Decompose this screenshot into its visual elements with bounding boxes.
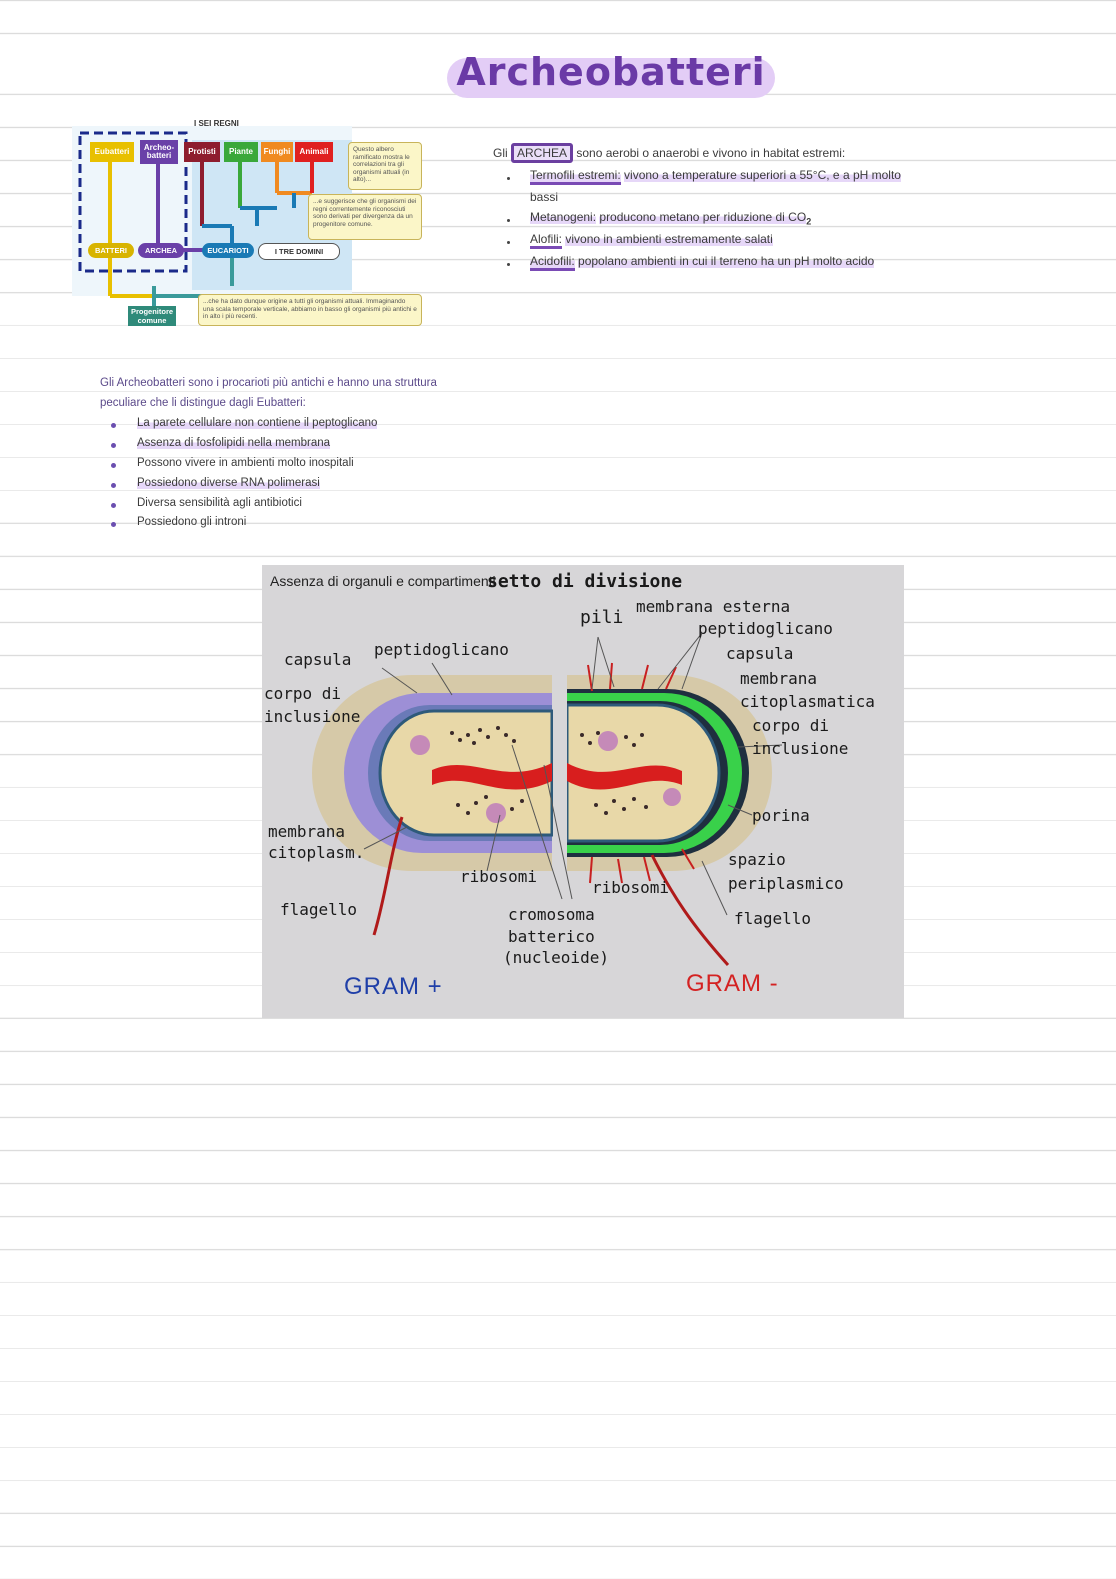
title-highlight (447, 58, 775, 98)
label-flagellum-left: flagello (280, 900, 358, 919)
kingdoms-tree-lines (78, 131, 314, 308)
kingdom-archeobatteri: Archeo-batteri (140, 140, 178, 164)
label-septum: setto di divisione (487, 571, 683, 592)
label-chromosome-2: batterico (508, 927, 595, 946)
intro-bullet-2: Assenza di fosfolipidi nella membrana (137, 437, 331, 449)
intro-bullet-3: Possono vivere in ambienti molto inospit… (137, 457, 354, 469)
bullet-dot (111, 423, 116, 428)
kingdoms-note-1: Questo albero ramificato mostra le corre… (348, 142, 422, 190)
intro-bullet-4: Possiedono diverse RNA polimerasi (137, 477, 320, 489)
label-ribosomes-right: ribosomi (592, 878, 670, 897)
kingdom-animali: Animali (295, 142, 333, 162)
label-gram-negative: GRAM - (686, 970, 779, 997)
archea-item-alofili: Alofili: vivono in ambienti estremamente… (530, 232, 773, 249)
label-chromosome-3: (nucleoide) (503, 948, 609, 967)
label-peptidoglycan-right: peptidoglicano (698, 619, 833, 638)
label-outer-membrane: membrana esterna (636, 597, 791, 616)
bullet-dot (111, 503, 116, 508)
common-ancestor-box: Progenitore comune (128, 306, 176, 326)
bullet-dot (507, 263, 510, 266)
bacteria-structure-figure: Assenza di organuli e compartimenti sett… (262, 565, 904, 1018)
co2-subscript: 2 (806, 216, 812, 227)
label-gram-positive: GRAM + (344, 973, 443, 1000)
domain-batteri: BATTERI (88, 243, 134, 258)
label-capsule-right: capsula (726, 644, 794, 663)
archea-intro-prefix: Gli (493, 146, 508, 160)
label-inclusion-right-1: corpo di (752, 716, 830, 735)
term-termofili: Termofili estremi: (530, 168, 621, 185)
intro-bullet-5: Diversa sensibilità agli antibiotici (137, 497, 302, 509)
label-porin: porina (752, 806, 810, 825)
label-chromosome-1: cromosoma (508, 905, 595, 924)
bullet-dot (111, 522, 116, 527)
archea-intro: Gli ARCHEA sono aerobi o anaerobi e vivo… (493, 143, 846, 163)
label-inclusion-left-1: corpo di (264, 684, 342, 703)
intro-bullet-text: La parete cellulare non contiene il pept… (137, 417, 378, 429)
desc-termofili: vivono a temperature superiori a 55°C, e… (624, 168, 901, 182)
page-title: Archeobatteri (456, 50, 766, 94)
archea-item-termofili: Termofili estremi: vivono a temperature … (530, 168, 901, 185)
label-inclusion-left-2: inclusione (264, 707, 361, 726)
kingdom-eubatteri: Eubatteri (90, 142, 134, 162)
bullet-dot (111, 443, 116, 448)
intro-bullet-1: La parete cellulare non contiene il pept… (137, 417, 378, 429)
kingdom-piante: Piante (224, 142, 258, 162)
intro-bullet-text: Assenza di fosfolipidi nella membrana (137, 437, 331, 449)
label-flagellum-right: flagello (734, 909, 812, 928)
bullet-dot (507, 219, 510, 222)
kingdoms-note-3: ...che ha dato dunque origine a tutti gl… (198, 294, 422, 326)
figure-annotation: Assenza di organuli e compartimenti (270, 573, 496, 589)
intro-bullet-text: Possiedono diverse RNA polimerasi (137, 477, 320, 489)
bullet-dot (111, 483, 116, 488)
kingdom-protisti: Protisti (184, 142, 220, 162)
bullet-dot (507, 177, 510, 180)
label-cyto-membrane-left-2: citoplasm. (268, 843, 365, 862)
six-kingdoms-diagram: I SEI REGNI Eubatteri Archeo-batteri Pro… (72, 118, 428, 334)
label-cyto-membrane-left-1: membrana (268, 822, 346, 841)
intro-line-2: peculiare che li distingue dagli Eubatte… (100, 397, 306, 409)
archea-intro-rest: sono aerobi o anaerobi e vivono in habit… (576, 146, 846, 160)
label-pili: pili (580, 607, 624, 628)
term-metanogeni: Metanogeni: (530, 210, 597, 224)
term-acidofili: Acidofili: (530, 254, 575, 271)
kingdom-funghi: Funghi (261, 142, 293, 162)
label-inclusion-right-2: inclusione (752, 739, 849, 758)
domain-eucarioti: EUCARIOTI (202, 243, 254, 258)
kingdoms-note-2: ...e suggerisce che gli organismi dei re… (308, 194, 422, 240)
domain-archea: ARCHEA (138, 243, 184, 258)
label-ribosomes-left: ribosomi (460, 867, 538, 886)
three-domains-label: I TRE DOMINI (258, 243, 340, 260)
archea-item-metanogeni: Metanogeni: producono metano per riduzio… (530, 210, 811, 226)
label-peptidoglycan-left: peptidoglicano (374, 640, 509, 659)
term-alofili: Alofili: (530, 232, 563, 249)
bacteria-cells-drawing (312, 632, 783, 967)
intro-line-1: Gli Archeobatteri sono i procarioti più … (100, 377, 437, 389)
label-cyto-membrane-right-2: citoplasmatica (740, 692, 875, 711)
desc-termofili-cont: bassi (530, 190, 559, 204)
label-periplasm-1: spazio (728, 850, 786, 869)
bullet-dot (111, 463, 116, 468)
bullet-dot (507, 241, 510, 244)
archea-keyword: ARCHEA (511, 143, 574, 163)
label-capsule-left: capsula (284, 650, 352, 669)
archea-item-acidofili: Acidofili: popolano ambienti in cui il t… (530, 254, 875, 271)
label-cyto-membrane-right-1: membrana (740, 669, 818, 688)
intro-bullet-6: Possiedono gli introni (137, 516, 247, 528)
desc-acidofili: popolano ambienti in cui il terreno ha u… (578, 254, 875, 268)
desc-alofili: vivono in ambienti estremamente salati (565, 232, 773, 246)
desc-metanogeni: producono metano per riduzione di CO (599, 210, 807, 224)
label-periplasm-2: periplasmico (728, 874, 844, 893)
kingdoms-heading: I SEI REGNI (194, 119, 239, 128)
